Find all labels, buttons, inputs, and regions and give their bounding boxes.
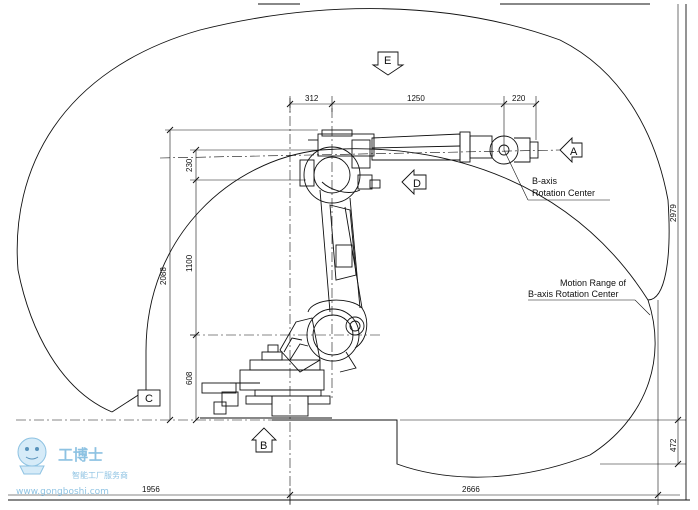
dim-608: 608 [185, 371, 194, 385]
motion-range-label: Motion Range of [560, 278, 627, 288]
robot-upper-joint [299, 129, 381, 204]
watermark-brand: 工博士 [58, 446, 103, 464]
view-arrow-e [371, 51, 405, 76]
b-axis-label-2: Rotation Center [532, 188, 595, 198]
motion-range-leader-diag [634, 299, 651, 316]
dim-1956: 1956 [142, 485, 160, 494]
motion-range-envelope [16, 8, 670, 478]
view-arrow-a [559, 136, 583, 164]
watermark-url: www.gongboshi.com [16, 487, 109, 497]
b-axis-leader [503, 149, 529, 201]
dim-2666: 2666 [462, 485, 480, 494]
robot-lower-arm [307, 181, 368, 349]
view-label-d: D [413, 178, 421, 190]
center-lines [16, 98, 561, 505]
dim-2979: 2979 [669, 204, 678, 222]
dim-2088: 2088 [159, 267, 168, 285]
dimension-ticks [166, 100, 682, 499]
dim-1250: 1250 [407, 94, 425, 103]
view-arrow-c [137, 389, 161, 407]
view-label-e: E [384, 55, 391, 67]
view-arrow-d [401, 168, 427, 196]
view-label-a: A [570, 146, 578, 158]
motion-range-label-2: B-axis Rotation Center [528, 289, 619, 299]
dim-1100: 1100 [185, 254, 194, 272]
mascot-icon [17, 437, 47, 467]
dim-312: 312 [305, 94, 319, 103]
robot-base [200, 344, 332, 419]
b-axis-label: B-axis [532, 176, 558, 186]
view-arrow-b [250, 427, 278, 453]
watermark-logo: 工博士 智能工厂服务商 www.gongboshi.com [16, 437, 128, 497]
view-label-b: B [260, 440, 267, 452]
view-label-c: C [145, 393, 153, 405]
dim-472: 472 [669, 438, 678, 452]
watermark-sub: 智能工厂服务商 [72, 470, 128, 480]
dim-220: 220 [512, 94, 526, 103]
dim-230: 230 [185, 158, 194, 172]
robot-forearm [371, 131, 493, 163]
dimension-lines [8, 4, 686, 505]
robot-turret [279, 308, 365, 373]
